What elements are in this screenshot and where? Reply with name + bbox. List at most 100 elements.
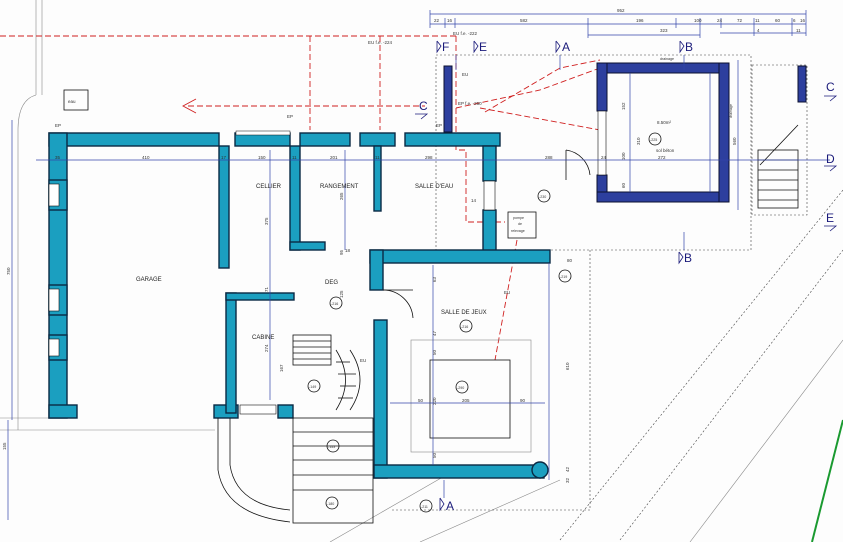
room-salle-deau: SALLE D'EAU bbox=[415, 184, 453, 190]
stair-spiral bbox=[335, 349, 361, 411]
section-c-right[interactable]: C bbox=[826, 80, 835, 94]
tag-circle-219 bbox=[558, 269, 572, 283]
dim-24b: 24 bbox=[601, 155, 607, 160]
dim-32: 32 bbox=[565, 477, 570, 483]
door-swing-annex bbox=[565, 149, 591, 176]
tag-180: -180 bbox=[327, 502, 334, 506]
section-f-top[interactable]: F bbox=[442, 40, 449, 54]
dim-35: 35 bbox=[55, 155, 61, 160]
dim-17: 17 bbox=[221, 155, 227, 160]
dimension-texts: 35 410 17 150 11 201 11 298 288 24 272 7… bbox=[2, 102, 737, 483]
dim-100: 100 bbox=[694, 18, 702, 23]
dim-50: 50 bbox=[432, 349, 437, 355]
slope-dashed-line-2 bbox=[619, 249, 843, 541]
slope-line-2 bbox=[419, 479, 561, 542]
dim-220: 220 bbox=[432, 397, 437, 405]
dim-750: 750 bbox=[6, 267, 11, 275]
label-eau: eau bbox=[68, 99, 76, 104]
dim-155: 155 bbox=[2, 442, 7, 450]
drain-boundary bbox=[751, 64, 808, 216]
label-drainage-side: drainage bbox=[729, 104, 733, 118]
annex-sol-beton: sol béton bbox=[656, 148, 675, 153]
tag-225: -225 bbox=[650, 138, 657, 142]
dim-265: 265 bbox=[339, 192, 344, 200]
wall-bottom-right bbox=[277, 404, 294, 419]
dim-16b: 16 bbox=[800, 18, 806, 23]
section-b-top[interactable]: B bbox=[685, 40, 693, 54]
wall-rangement-bottom bbox=[289, 241, 326, 251]
slope-dashed-line bbox=[559, 189, 843, 541]
eu-line-diagonal bbox=[455, 67, 601, 109]
dim-71: 71 bbox=[264, 286, 269, 292]
wall-jeux-top-left bbox=[369, 249, 384, 291]
section-b-bottom[interactable]: B bbox=[684, 251, 692, 265]
section-e-top[interactable]: E bbox=[479, 40, 487, 54]
dim-18: 18 bbox=[345, 248, 351, 253]
room-labels: GARAGE CELLIER RANGEMENT SALLE D'EAU DEG… bbox=[63, 57, 733, 341]
dashed-boundaries bbox=[390, 54, 808, 511]
wall-jeux-top bbox=[369, 249, 551, 264]
property-curve-left bbox=[17, 94, 37, 430]
dim-22: 22 bbox=[434, 18, 440, 23]
salle-jeux-interior bbox=[390, 263, 550, 480]
dim-6: 6 bbox=[793, 18, 796, 23]
exterior-stair bbox=[292, 417, 374, 524]
dim-72: 72 bbox=[737, 18, 743, 23]
dim-560: 560 bbox=[732, 137, 737, 145]
dim-42: 42 bbox=[565, 466, 570, 472]
dim-11c: 11 bbox=[292, 155, 297, 160]
dim-60b: 60 bbox=[621, 182, 626, 188]
tag-circle-290 bbox=[455, 380, 469, 394]
dim-24: 24 bbox=[717, 18, 723, 23]
label-eu-vert: EU bbox=[462, 72, 468, 77]
wall-garage-cellier bbox=[218, 145, 230, 269]
wall-top-rangement bbox=[299, 132, 351, 147]
tag-153: -153 bbox=[328, 445, 335, 449]
section-e-right[interactable]: E bbox=[826, 211, 834, 225]
dim-274: 274 bbox=[264, 344, 269, 352]
label-pompe: pompe bbox=[513, 216, 524, 220]
section-d-right[interactable]: D bbox=[826, 152, 835, 166]
label-ep-fe-250: EP f.e. -250 bbox=[458, 101, 482, 106]
tag-219: -219 bbox=[560, 275, 567, 279]
drainage-network-lines bbox=[0, 35, 601, 361]
room-rangement: RANGEMENT bbox=[320, 184, 359, 190]
ep-arrow-icon bbox=[182, 98, 197, 114]
dim-80: 80 bbox=[567, 258, 573, 263]
dimension-lines bbox=[7, 60, 830, 520]
tag-circle-216a bbox=[329, 296, 343, 310]
top-dimension-chain: 952 22 16 582 196 100 24 72 11 60 6 16 3… bbox=[429, 8, 807, 38]
water-meter-box bbox=[63, 89, 89, 111]
label-eu-stairs: EU bbox=[360, 358, 366, 363]
tag-290: -290 bbox=[457, 386, 464, 390]
label-ep-top: EP bbox=[287, 114, 293, 119]
network-labels: EU f.e. -224 EU f.e. -222 EP f.e. -250 E… bbox=[55, 31, 510, 363]
room-cellier: CELLIER bbox=[256, 184, 282, 190]
wall-salle-right bbox=[482, 145, 497, 182]
dim-11d: 11 bbox=[375, 155, 380, 160]
dim-50c: 50 bbox=[432, 452, 437, 458]
tag-circle-149 bbox=[307, 379, 321, 393]
drain-line-diagonal bbox=[484, 59, 601, 113]
dim-90: 90 bbox=[520, 398, 526, 403]
annex-wall-bottom bbox=[596, 191, 730, 203]
dim-16: 16 bbox=[447, 18, 453, 23]
wall-top-salle-eau bbox=[404, 132, 501, 147]
dim-288: 288 bbox=[545, 155, 553, 160]
dim-14: 14 bbox=[471, 198, 477, 203]
tag-circle-153 bbox=[326, 439, 340, 453]
label-eu-fe-224: EU f.e. -224 bbox=[368, 40, 393, 45]
section-a-bottom[interactable]: A bbox=[446, 499, 454, 513]
section-a-top[interactable]: A bbox=[562, 40, 570, 54]
slope-line-1 bbox=[329, 469, 456, 542]
annex-area: 8.50m² bbox=[657, 120, 672, 125]
wall-jeux-bottom bbox=[373, 464, 545, 479]
tag-230: -230 bbox=[539, 195, 546, 199]
wall-cabine-top bbox=[225, 292, 295, 301]
pump-box bbox=[507, 211, 537, 239]
tag-circle-180 bbox=[325, 496, 339, 510]
section-c-left[interactable]: C bbox=[419, 99, 428, 113]
annex-opening bbox=[597, 110, 607, 176]
label-de: de bbox=[518, 222, 522, 226]
